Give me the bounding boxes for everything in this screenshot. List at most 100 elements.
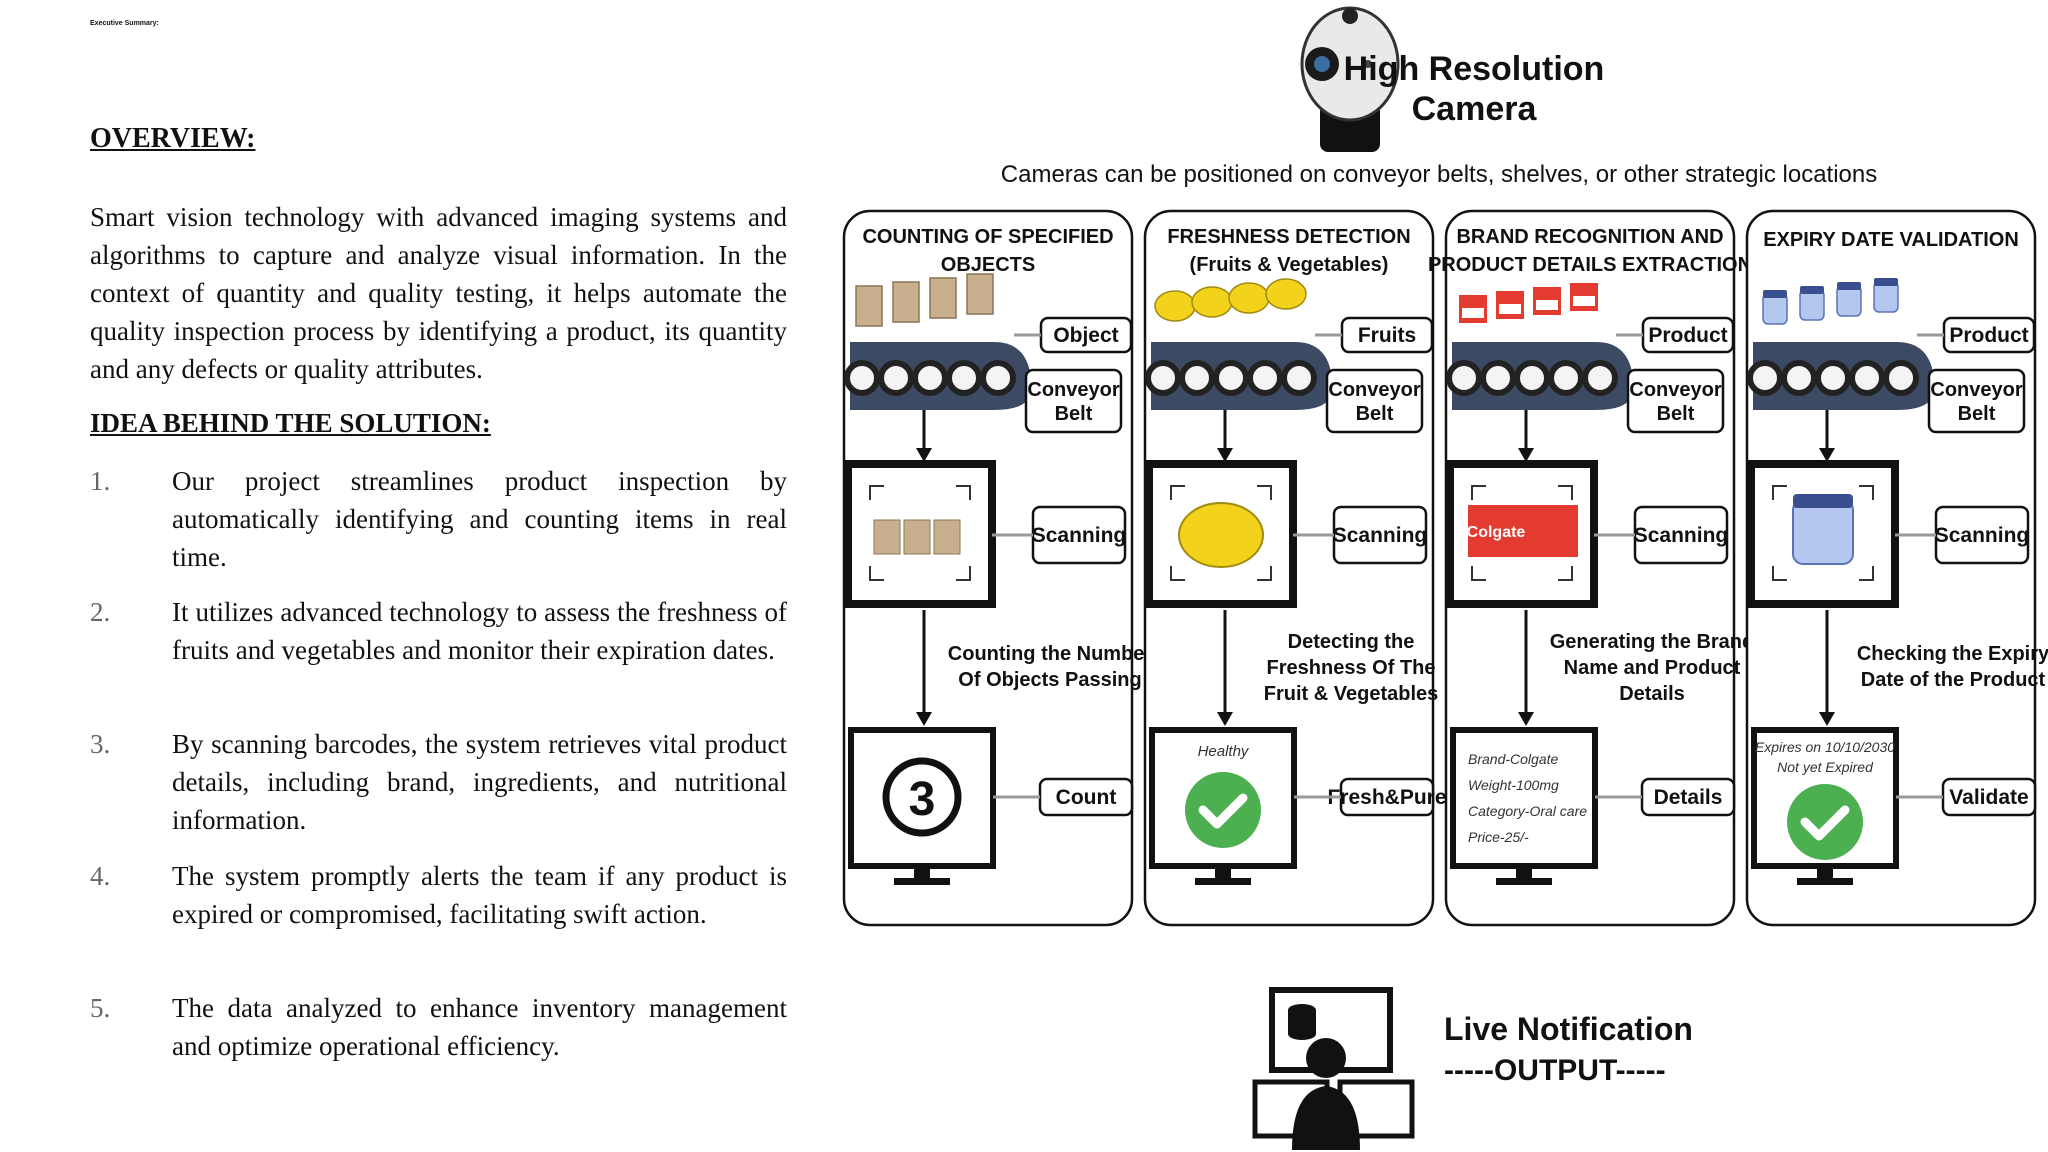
- checkmark-icon: [1185, 772, 1261, 848]
- idea-point-4: 4. The system promptly alerts the team i…: [90, 857, 787, 933]
- banana-icon: [1154, 290, 1196, 322]
- conveyor-roller: [1446, 360, 1482, 396]
- banana-icon: [1228, 282, 1270, 314]
- item-label: Fruits: [1358, 324, 1416, 347]
- idea-point-2: 2. It utilizes advanced technology to as…: [90, 593, 787, 669]
- idea-point-text: The data analyzed to enhance inventory m…: [172, 993, 787, 1061]
- toothpaste-box-icon: [1468, 505, 1578, 557]
- camera-icon: [1300, 6, 1400, 152]
- column-title: EXPIRY DATE VALIDATION: [1763, 229, 2019, 251]
- toothpaste-box-stripe: [1573, 296, 1595, 306]
- belt-label-box: [1927, 368, 2026, 434]
- step-description: Name and Product: [1564, 657, 1741, 679]
- workflow-column-1: COUNTING OF SPECIFIEDOBJECTSObjectConvey…: [842, 209, 1153, 927]
- jar-items-icon: [1762, 278, 1899, 325]
- conveyor-roller: [1815, 360, 1851, 396]
- belt-label: Belt: [1657, 403, 1695, 425]
- column-title: (Fruits & Vegetables): [1190, 254, 1389, 276]
- scanner-corner-marks: [1772, 485, 1874, 581]
- idea-point-text: By scanning barcodes, the system retriev…: [172, 729, 787, 835]
- toothpaste-items-icon: [1457, 281, 1600, 325]
- box-icon: [933, 519, 961, 555]
- flow-arrowhead: [916, 448, 932, 462]
- jar-lid: [1793, 494, 1853, 508]
- conveyor-roller: [1281, 360, 1317, 396]
- flow-arrowhead: [916, 712, 932, 726]
- screen-text: Expires on 10/10/2030: [1755, 739, 1895, 755]
- step-description: Counting the Number: [948, 643, 1153, 665]
- flow-arrowhead: [1518, 712, 1534, 726]
- result-label: Details: [1654, 786, 1723, 809]
- monitor-stand: [1215, 866, 1231, 880]
- result-monitor: 3: [848, 727, 996, 885]
- jar-icon: [1792, 499, 1854, 565]
- checkmark-stroke: [1198, 793, 1248, 829]
- conveyor-roller: [1213, 360, 1249, 396]
- banana-bunch-icon: [1178, 502, 1264, 568]
- screen-text: Not yet Expired: [1777, 759, 1874, 775]
- flow-arrowhead: [1518, 448, 1534, 462]
- checkmark-icon: [1787, 784, 1863, 860]
- scanning-label: Scanning: [1333, 524, 1428, 547]
- jar-lid: [1837, 282, 1861, 290]
- executive-summary-label: Executive Summary:: [90, 20, 159, 27]
- box-icon: [966, 273, 994, 315]
- item-label: Product: [1648, 324, 1727, 347]
- conveyor-roller: [980, 360, 1016, 396]
- result-label: Count: [1056, 786, 1117, 809]
- conveyor-belt-icon: [1747, 342, 1933, 410]
- banana-icon: [1191, 286, 1233, 318]
- step-description: Date of the Product: [1861, 669, 2046, 691]
- conveyor-roller: [1781, 360, 1817, 396]
- jar-icon: [1799, 289, 1825, 321]
- conveyor-belt-icon: [1145, 342, 1331, 410]
- box-icon: [903, 519, 931, 555]
- conveyor-roller: [1548, 360, 1584, 396]
- item-label: Product: [1949, 324, 2028, 347]
- banana-items-icon: [1154, 278, 1307, 322]
- item-label: Object: [1053, 324, 1118, 347]
- conveyor-roller: [912, 360, 948, 396]
- conveyor-roller: [1883, 360, 1919, 396]
- idea-heading: IDEA BEHIND THE SOLUTION:: [90, 408, 491, 438]
- monitor-base: [894, 878, 950, 885]
- box-items-icon: [855, 273, 994, 327]
- idea-point-number: 2.: [90, 597, 111, 627]
- monitor-stand: [1817, 866, 1833, 880]
- column-title: PRODUCT DETAILS EXTRACTION: [1428, 254, 1752, 276]
- conveyor-roller: [1145, 360, 1181, 396]
- box-icon: [929, 277, 957, 319]
- monitor-base: [1496, 878, 1552, 885]
- flow-arrowhead: [1819, 712, 1835, 726]
- scanning-label: Scanning: [1935, 524, 2030, 547]
- conveyor-belt-icon: [844, 342, 1030, 410]
- brand-label: Colgate: [1467, 524, 1526, 541]
- flow-arrowhead: [1217, 448, 1233, 462]
- jar-icon: [1762, 293, 1788, 325]
- overview-paragraph: Smart vision technology with advanced im…: [90, 202, 787, 384]
- idea-point-text: Our project streamlines product inspecti…: [172, 466, 787, 572]
- idea-point-5: 5. The data analyzed to enhance inventor…: [90, 989, 787, 1065]
- belt-label: Conveyor: [1027, 379, 1119, 401]
- box-icon: [892, 281, 920, 323]
- scanner-frame: [1747, 460, 1899, 608]
- idea-point-number: 4.: [90, 861, 111, 891]
- step-description: Fruit & Vegetables: [1264, 683, 1439, 705]
- conveyor-roller: [1747, 360, 1783, 396]
- step-description: Generating the Brand: [1550, 631, 1754, 653]
- jar-icon: [1836, 285, 1862, 317]
- conveyor-roller: [844, 360, 880, 396]
- screen-text: Category-Oral care: [1468, 803, 1587, 819]
- overview-heading: OVERVIEW:: [90, 123, 256, 154]
- camera-caption: Cameras can be positioned on conveyor be…: [1001, 161, 1877, 188]
- result-monitor: Healthy: [1149, 727, 1297, 885]
- checkmark-stroke: [1800, 805, 1850, 841]
- idea-point-text: The system promptly alerts the team if a…: [172, 861, 787, 929]
- output-subtitle: -----OUTPUT-----: [1444, 1054, 1666, 1087]
- scanner-corner-marks: [1471, 485, 1573, 581]
- toothpaste-box-stripe: [1536, 300, 1558, 310]
- count-circle-icon: [882, 757, 962, 837]
- monitor-stand: [914, 866, 930, 880]
- scanner-frame: Colgate: [1446, 460, 1598, 608]
